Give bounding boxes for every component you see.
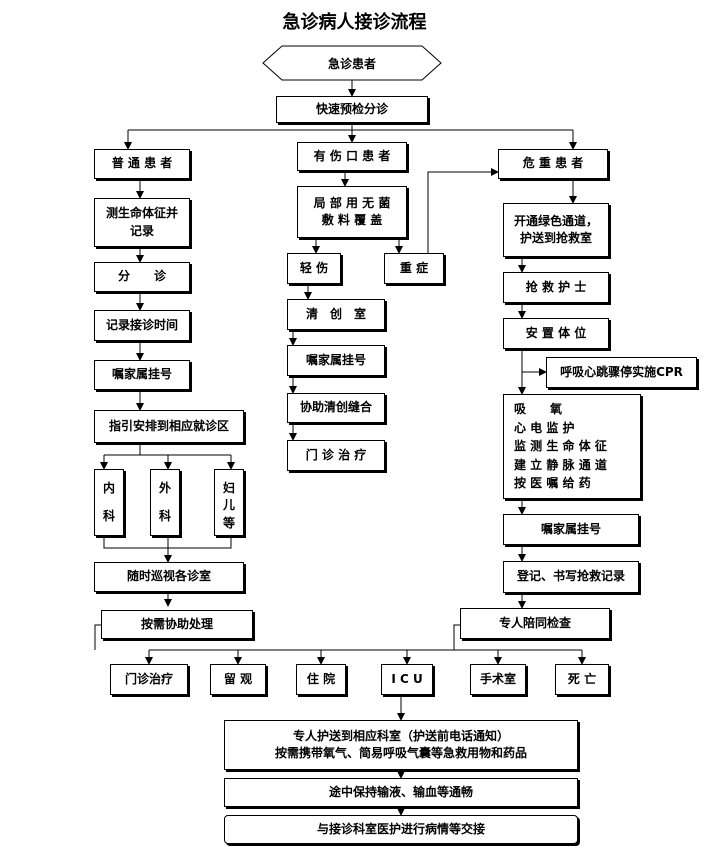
- patrol-box: 随时巡视各诊室: [94, 562, 244, 592]
- dept-gyn-peds-char-2: 儿: [222, 498, 235, 513]
- measure-vitals: 监 测 生 命 体 征: [514, 439, 607, 454]
- dept-internal-box: 内 科: [94, 469, 124, 536]
- wound-register-box: 嘱家属挂号: [287, 345, 385, 376]
- dept-surgery-box: 外 科: [150, 469, 180, 536]
- rescue-measures-box: 吸 氧 心 电 监 护 监 测 生 命 体 征 建 立 静 脉 通 道 按 医 …: [503, 394, 641, 499]
- assist-box: 按需协助处理: [101, 610, 253, 639]
- transfer-box: 专人护送到相应科室（护送前电话通知） 按需携带氧气、简易呼吸气囊等急救用物和药品: [224, 720, 578, 770]
- outpatient-treatment-box: 门 诊 治 疗: [287, 440, 385, 471]
- critical-patient-box: 危 重 患 者: [498, 149, 608, 179]
- outcome-icu: I C U: [381, 664, 433, 695]
- outcome-hospitalization: 住 院: [296, 664, 346, 695]
- handover-box: 与接诊科室医护进行病情等交接: [224, 815, 578, 844]
- measure-oxygen: 吸 氧: [514, 402, 563, 417]
- dept-gyn-peds-char-1: 妇: [222, 481, 235, 495]
- outcome-death: 死 亡: [555, 664, 609, 695]
- escort-exam-box: 专人陪同检查: [460, 608, 610, 639]
- dept-gyn-peds-box: 妇 儿 等: [214, 469, 244, 536]
- outcome-outpatient: 门诊治疗: [110, 664, 188, 695]
- wound-patient-box: 有 伤 口 患 者: [297, 142, 407, 171]
- triage-box: 快速预检分诊: [276, 96, 428, 123]
- severe-box: 重 症: [384, 253, 444, 284]
- ordinary-triage-box: 分 诊: [94, 262, 190, 292]
- rescue-nurse-box: 抢 救 护 士: [503, 272, 609, 303]
- critical-register-box: 嘱家属挂号: [503, 514, 639, 545]
- vital-signs-box: 测生命体征并 记录: [94, 198, 190, 247]
- suture-box: 协助清创缝合: [287, 393, 385, 423]
- measure-ecg: 心 电 监 护: [514, 420, 575, 435]
- cpr-box: 呼吸心跳骤停实施CPR: [546, 357, 697, 388]
- dept-gyn-peds-char-3: 等: [222, 515, 235, 530]
- rescue-record-box: 登记、书写抢救记录: [503, 561, 639, 593]
- start-hexagon: [262, 45, 442, 81]
- position-box: 安 置 体 位: [503, 318, 609, 349]
- debridement-room-box: 清 创 室: [287, 299, 385, 330]
- dept-surgery-char-2: 科: [158, 508, 171, 523]
- dept-surgery-char-1: 外: [158, 481, 171, 495]
- outcome-surgery: 手术室: [470, 664, 526, 695]
- sterile-cover-box: 局 部 用 无 菌 敷 料 覆 盖: [297, 186, 407, 238]
- ordinary-patient-box: 普 通 患 者: [94, 149, 190, 179]
- start-node: 急诊患者: [327, 56, 376, 71]
- outcome-observation: 留 观: [210, 664, 266, 695]
- page-title: 急诊病人接诊流程: [282, 12, 427, 33]
- record-time-box: 记录接诊时间: [94, 310, 190, 341]
- guide-area-box: 指引安排到相应就诊区: [94, 410, 244, 443]
- minor-injury-box: 轻 伤: [287, 253, 341, 284]
- measure-medication: 按 医 嘱 给 药: [514, 476, 591, 491]
- dept-internal-char-2: 科: [102, 508, 115, 523]
- dept-internal-char-1: 内: [102, 481, 115, 495]
- green-channel-box: 开通绿色通道， 护送到抢救室: [503, 203, 609, 257]
- measure-iv: 建 立 静 脉 通 道: [514, 457, 607, 472]
- ordinary-register-box: 嘱家属挂号: [94, 360, 190, 390]
- keep-patent-box: 途中保持输液、输血等通畅: [224, 778, 578, 807]
